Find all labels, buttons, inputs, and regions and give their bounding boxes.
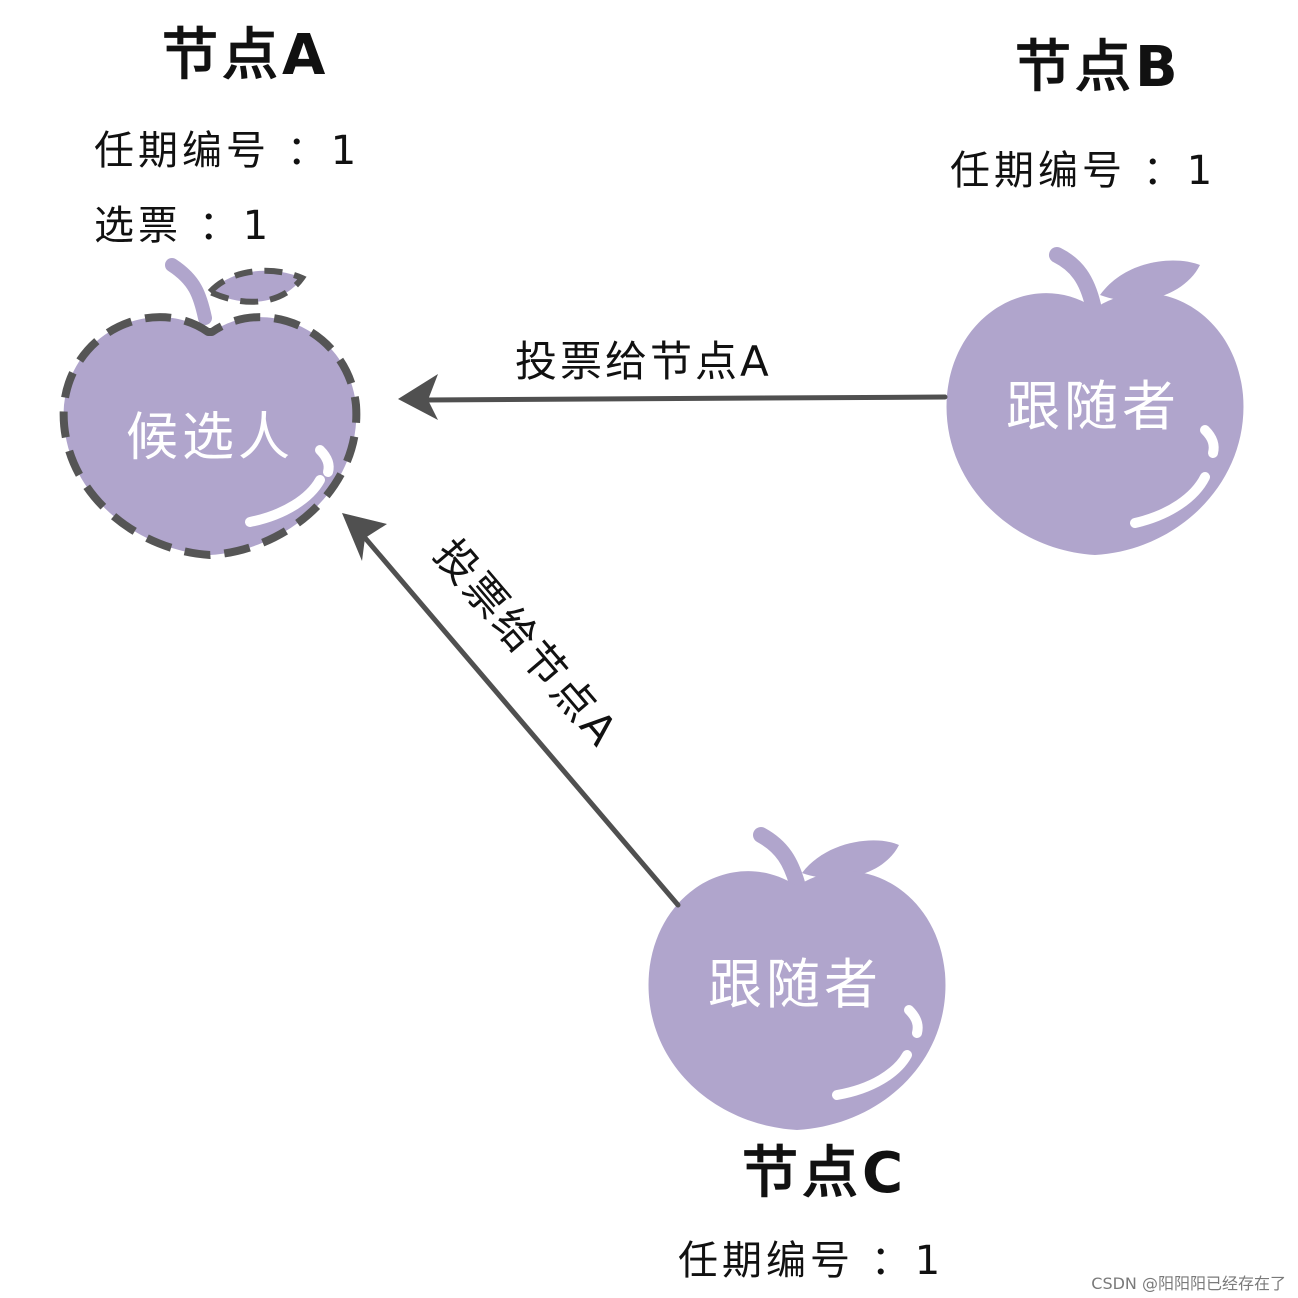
node-a-title: 节点A — [162, 23, 330, 88]
node-a-highlight — [245, 475, 325, 527]
node-a-role: 候选人 — [126, 408, 294, 468]
node-b-body — [946, 293, 1244, 555]
node-b-stem — [1049, 247, 1101, 313]
node-a-apple — [59, 258, 361, 559]
node-c-highlight-dot — [904, 1005, 923, 1038]
edge-b-to-a-label: 投票给节点A — [515, 337, 772, 386]
node-b-highlight-dot — [1200, 425, 1219, 458]
node-c-apple — [648, 827, 946, 1130]
node-a-body — [59, 313, 361, 559]
node-c-body — [648, 871, 946, 1130]
node-b-term: 任期编号 ：1 — [950, 148, 1217, 194]
arrow-c-to-a-head — [342, 513, 387, 561]
node-a-stem — [165, 258, 212, 325]
node-c-role: 跟随者 — [708, 953, 882, 1016]
node-c-highlight — [832, 1050, 912, 1100]
node-b-highlight — [1130, 472, 1210, 528]
node-b-apple — [946, 247, 1244, 555]
node-c-title: 节点C — [742, 1141, 908, 1206]
arrow-b-to-a-head — [398, 374, 438, 420]
node-c-leaf — [802, 840, 899, 879]
arrow-c-to-a — [342, 513, 681, 908]
node-c-term: 任期编号 ：1 — [678, 1238, 945, 1284]
node-b-title: 节点B — [1015, 35, 1182, 100]
node-a-leaf-outline — [204, 267, 307, 305]
node-b-role: 跟随者 — [1006, 375, 1180, 438]
node-c-stem — [753, 827, 805, 891]
node-b-leaf — [1100, 260, 1200, 301]
node-a-highlight-dot — [315, 445, 334, 477]
node-a-term: 任期编号 ：1 — [94, 128, 361, 174]
node-a-votes: 选票 ：1 — [94, 203, 273, 249]
arrow-b-to-a — [398, 374, 948, 420]
watermark: CSDN @阳阳阳已经存在了 — [1091, 1274, 1286, 1293]
